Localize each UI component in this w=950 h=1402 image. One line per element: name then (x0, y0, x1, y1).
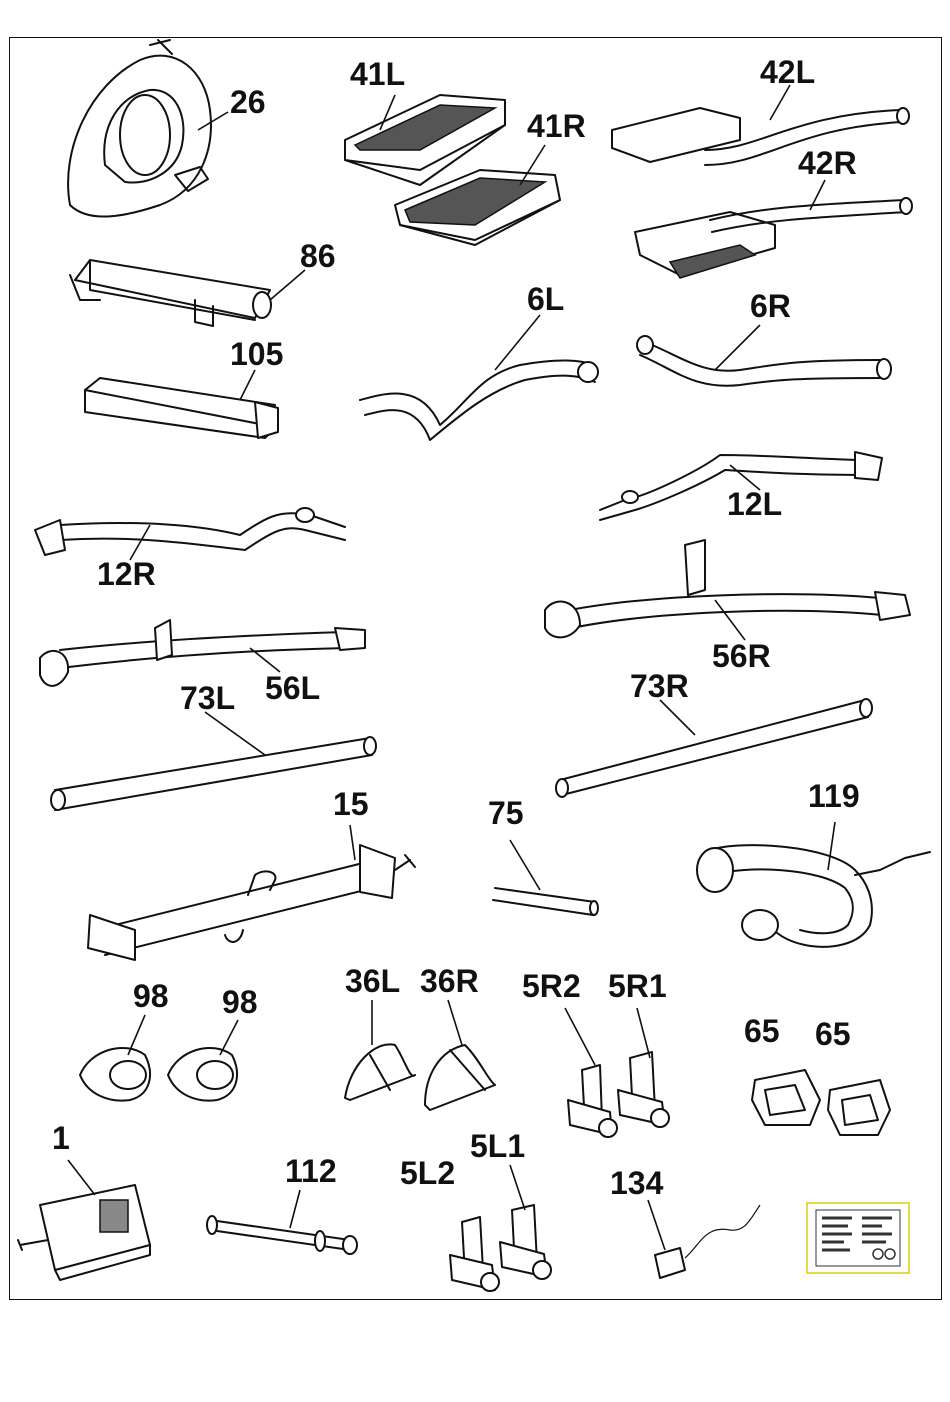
part-134-power-adapter (655, 1205, 760, 1278)
part-42R-pedal-arm (635, 198, 912, 278)
label-41R: 41R (527, 110, 586, 142)
label-12R: 12R (97, 558, 156, 590)
label-6L: 6L (527, 283, 564, 315)
label-36R: 36R (420, 965, 479, 997)
label-5L2: 5L2 (400, 1157, 455, 1189)
part-112-axle (207, 1216, 357, 1254)
label-6R: 6R (750, 290, 791, 322)
label-134: 134 (610, 1167, 663, 1199)
part-36R-cover (425, 1045, 495, 1110)
label-56R: 56R (712, 640, 771, 672)
part-119-handlebar (697, 845, 930, 947)
label-112: 112 (285, 1155, 337, 1187)
part-42L-pedal-arm (612, 108, 909, 165)
part-105-front-stabilizer (85, 378, 278, 438)
part-73L-rail (51, 737, 376, 810)
label-119: 119 (808, 780, 860, 812)
part-75-axle-tube (493, 888, 598, 915)
label-5R1: 5R1 (608, 970, 667, 1002)
label-73R: 73R (630, 670, 689, 702)
part-26-side-cover (68, 40, 211, 217)
part-5L2-bracket (450, 1217, 499, 1291)
label-15: 15 (333, 788, 369, 820)
part-65-cap-left (752, 1070, 820, 1125)
part-15-main-frame (88, 845, 415, 960)
label-1: 1 (52, 1122, 70, 1154)
label-56L: 56L (265, 672, 320, 704)
part-98-cover-right (168, 1048, 237, 1101)
label-75: 75 (488, 797, 524, 829)
label-65-right: 65 (815, 1018, 851, 1050)
label-98-right: 98 (222, 986, 258, 1018)
label-41L: 41L (350, 58, 405, 90)
part-98-cover-left (80, 1048, 150, 1101)
part-36L-cover (345, 1044, 415, 1100)
label-5R2: 5R2 (522, 970, 581, 1002)
label-12L: 12L (727, 488, 782, 520)
part-65-cap-right (828, 1080, 890, 1135)
label-98-left: 98 (133, 980, 169, 1012)
label-65-left: 65 (744, 1015, 780, 1047)
label-105: 105 (230, 338, 283, 370)
label-36L: 36L (345, 965, 400, 997)
label-26: 26 (230, 86, 266, 118)
part-1-console (18, 1185, 150, 1280)
part-86-rear-stabilizer (70, 260, 271, 326)
label-86: 86 (300, 240, 336, 272)
label-42R: 42R (798, 147, 857, 179)
part-12R-lower-arm (35, 508, 345, 555)
part-5L1-bracket (500, 1205, 551, 1279)
label-42L: 42L (760, 56, 815, 88)
label-73L: 73L (180, 682, 235, 714)
part-6L-handlebar-tube (360, 360, 598, 440)
part-5R2-bracket (568, 1065, 617, 1137)
manual-thumbnail-icon (808, 1204, 908, 1272)
part-41R-pedal (395, 170, 560, 245)
label-5L1: 5L1 (470, 1130, 525, 1162)
part-6R-handlebar-tube (637, 336, 891, 386)
part-56R-handle-post (545, 540, 910, 637)
manual-thumbnail-inset (806, 1202, 910, 1274)
part-5R1-bracket (618, 1052, 669, 1127)
